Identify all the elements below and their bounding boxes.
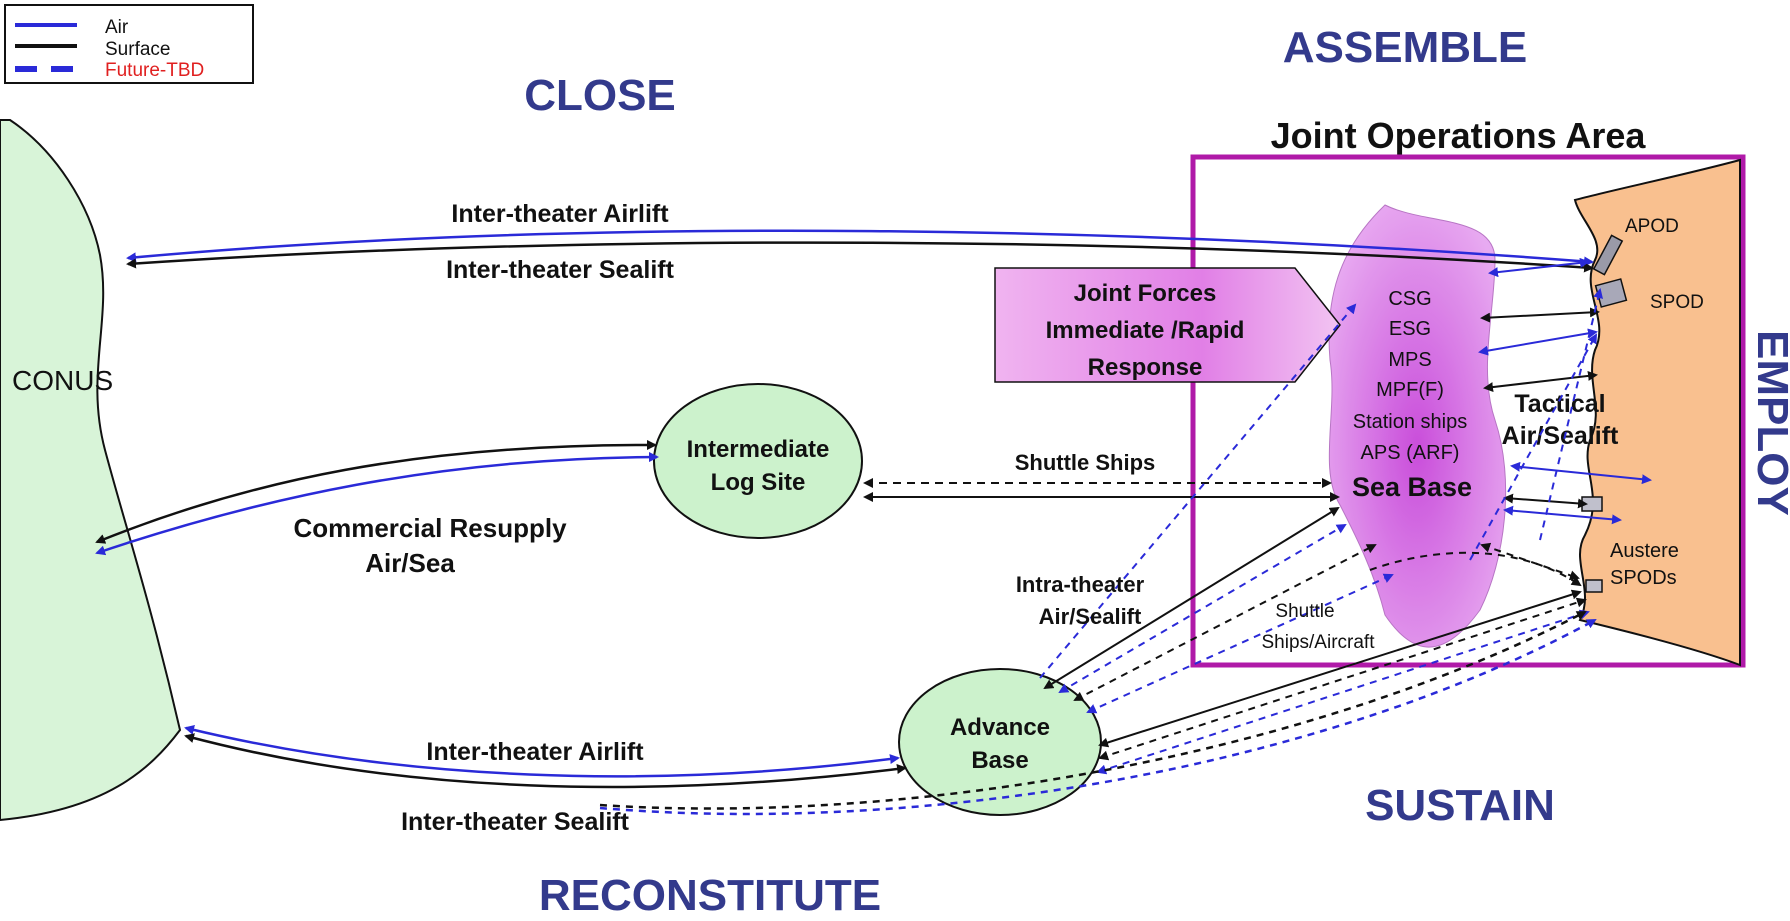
link-air	[1510, 461, 1652, 485]
bottom-airlift-label: Inter-theater Airlift	[426, 738, 644, 766]
link-air-dashed	[1469, 333, 1597, 561]
tactical-label-line1: Tactical	[1514, 390, 1605, 418]
phase-sustain: SUSTAIN	[1365, 781, 1555, 830]
sea-base-item: MPF(F)	[1376, 379, 1444, 401]
shuttle-ship-routes	[863, 478, 1340, 502]
legend-surface-label: Surface	[105, 39, 170, 60]
conus-landmass	[0, 119, 182, 822]
link-surface	[1480, 307, 1600, 323]
link-air-dashed	[1539, 288, 1603, 541]
apod-marker	[1592, 234, 1624, 276]
commercial-label-line1: Commercial Resupply	[293, 513, 567, 543]
joint-forces-line1: Joint Forces	[1074, 280, 1217, 307]
shuttle-ships-label: Shuttle Ships	[1015, 450, 1156, 475]
austere-marker-2	[1585, 579, 1603, 593]
link-air	[1478, 328, 1598, 356]
joint-forces-line3: Response	[1088, 354, 1203, 381]
link-surface-dashed	[1369, 551, 1582, 587]
advance-label-line2: Base	[971, 747, 1028, 774]
spod-label: SPOD	[1650, 292, 1704, 313]
phase-employ: EMPLOY	[1748, 330, 1790, 516]
commercial-resupply-routes	[95, 439, 659, 556]
phase-assemble: ASSEMBLE	[1283, 23, 1527, 72]
top-inter-theater-routes	[126, 229, 1594, 273]
sea-base-item: CSG	[1388, 288, 1431, 310]
top-sealift-line	[126, 241, 1594, 273]
intra-theater-routes	[1039, 303, 1590, 775]
joa-title: Joint Operations Area	[1271, 115, 1647, 156]
advance-to-austere-air	[1096, 609, 1590, 775]
sea-base-item: APS (ARF)	[1361, 442, 1460, 464]
joint-forces-line2: Immediate /Rapid	[1046, 317, 1245, 344]
phase-close: CLOSE	[524, 71, 676, 120]
future-air-dashed	[1039, 303, 1357, 679]
link-air	[1503, 505, 1622, 525]
legend: Air Surface Future-TBD	[4, 4, 254, 84]
intra-label-line2: Air/Sealift	[1039, 604, 1142, 629]
shuttle-aircraft-line1: Shuttle	[1275, 601, 1334, 622]
shuttle-aircraft-line2: Ships/Aircraft	[1262, 632, 1376, 653]
austere-label-line2: SPODs	[1610, 567, 1677, 589]
link-surface	[1483, 370, 1598, 393]
sea-base-title: Sea Base	[1352, 472, 1472, 502]
phase-reconstitute: RECONSTITUTE	[539, 871, 881, 920]
sea-base-item: ESG	[1389, 318, 1431, 340]
conus-label: CONUS	[12, 365, 113, 396]
link-surface	[1503, 493, 1588, 509]
bottom-inter-theater-routes	[184, 610, 1597, 816]
austere-label-line1: Austere	[1610, 540, 1679, 562]
link-surface-dashed	[1480, 542, 1580, 581]
top-airlift-line	[126, 229, 1594, 267]
intermediate-label-line2: Log Site	[711, 469, 806, 496]
intra-label-line1: Intra-theater	[1016, 572, 1145, 597]
intermediate-label-line1: Intermediate	[687, 436, 830, 463]
link-air	[1488, 257, 1590, 278]
sea-base-unit-list: CSG ESG MPS MPF(F) Station ships APS (AR…	[1353, 288, 1468, 464]
bottom-surface-line	[184, 733, 907, 789]
sea-base-item: MPS	[1388, 349, 1431, 371]
top-sealift-label: Inter-theater Sealift	[446, 256, 675, 284]
legend-air-label: Air	[105, 17, 129, 38]
advance-to-austere-surface	[1098, 589, 1582, 748]
advance-to-austere-dashed	[1098, 597, 1587, 761]
advance-base-node	[898, 668, 1102, 816]
commercial-label-line2: Air/Sea	[365, 548, 455, 578]
apod-label: APOD	[1625, 216, 1679, 237]
bottom-surface-dashed	[599, 610, 1587, 810]
legend-future-label: Future-TBD	[105, 60, 204, 81]
tactical-label-line2: Air/Sealift	[1502, 422, 1619, 450]
bottom-air-dashed	[599, 618, 1597, 816]
bottom-sealift-label: Inter-theater Sealift	[401, 808, 630, 836]
top-airlift-label: Inter-theater Airlift	[451, 200, 669, 228]
sea-base-shore-links	[1369, 257, 1652, 587]
sea-base-item: Station ships	[1353, 411, 1468, 433]
commercial-air-line	[95, 452, 659, 556]
advance-label-line1: Advance	[950, 714, 1050, 741]
